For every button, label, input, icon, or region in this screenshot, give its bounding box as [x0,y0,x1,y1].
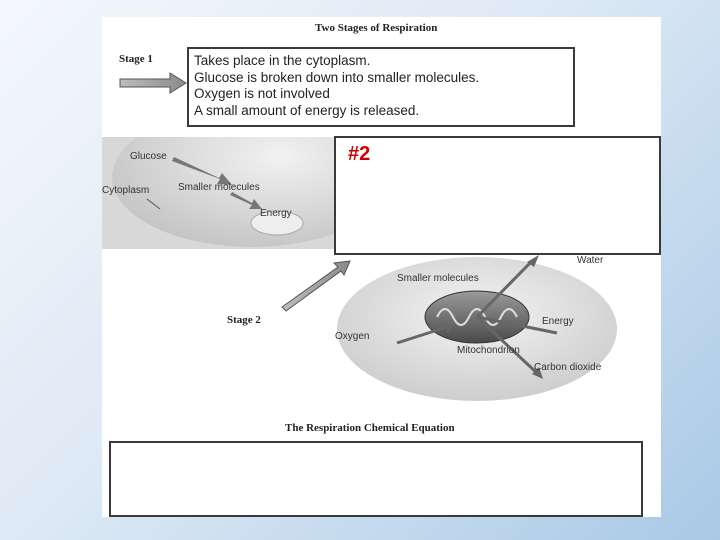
stage-2-label: Stage 2 [227,314,261,326]
mito-smaller-molecules-label: Smaller molecules [397,273,479,284]
cytoplasm-illustration: Glucose Cytoplasm Smaller molecules Ener… [102,107,392,254]
cytoplasm-label: Cytoplasm [102,185,150,196]
stage-1-line-3: Oxygen is not involved [194,86,330,101]
page-title: Two Stages of Respiration [315,22,438,34]
smaller-molecules-label: Smaller molecules [178,182,260,193]
stage-2-number-label: #2 [348,143,371,165]
equation-title: The Respiration Chemical Equation [285,422,455,434]
mitochondrion-illustration: Water Smaller molecules Energy Oxygen Mi… [327,253,617,410]
stage-1-description-box: Takes place in the cytoplasm. Glucose is… [187,47,575,127]
stage-1-line-2: Glucose is broken down into smaller mole… [194,69,480,85]
mito-energy-label: Energy [542,316,574,327]
water-label: Water [577,255,604,266]
energy-label: Energy [260,208,292,219]
stage-1-line-1: Takes place in the cytoplasm. [194,53,371,68]
stage-1-line-4: A small amount of energy is released. [194,102,420,118]
glucose-label: Glucose [130,151,167,162]
equation-answer-box[interactable] [109,441,643,517]
oxygen-label: Oxygen [335,331,370,342]
carbon-dioxide-label: Carbon dioxide [534,362,602,373]
worksheet-page: Two Stages of Respiration Stage 1 Takes … [102,17,661,517]
stage-2-answer-box[interactable]: #2 [334,136,661,255]
mitochondrion-label: Mitochondrion [457,345,520,356]
stage-1-arrow-icon [119,72,187,94]
stage-1-label: Stage 1 [119,53,153,65]
